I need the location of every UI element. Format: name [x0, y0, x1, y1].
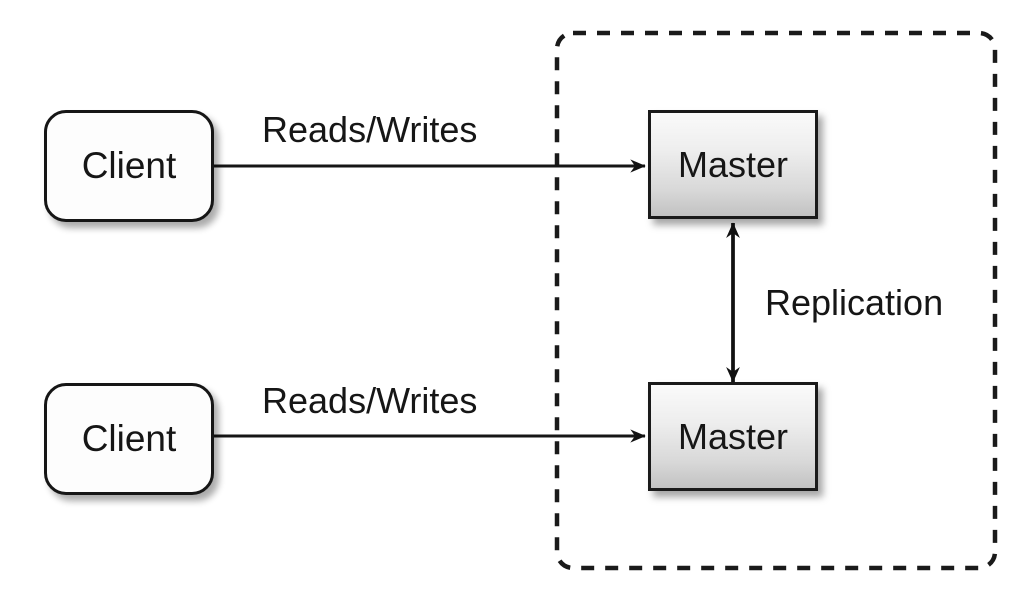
node-client-bottom[interactable]: [44, 383, 214, 495]
edge-label-replication: Replication: [765, 282, 944, 323]
node-master-top[interactable]: [648, 110, 818, 219]
database-cluster-boundary: [554, 30, 998, 571]
node-master-bottom[interactable]: [648, 382, 818, 491]
node-client-top[interactable]: [44, 110, 214, 222]
edge-label-reads-writes-top: Reads/Writes: [262, 109, 478, 150]
edge-label-reads-writes-bottom: Reads/Writes: [262, 380, 478, 421]
